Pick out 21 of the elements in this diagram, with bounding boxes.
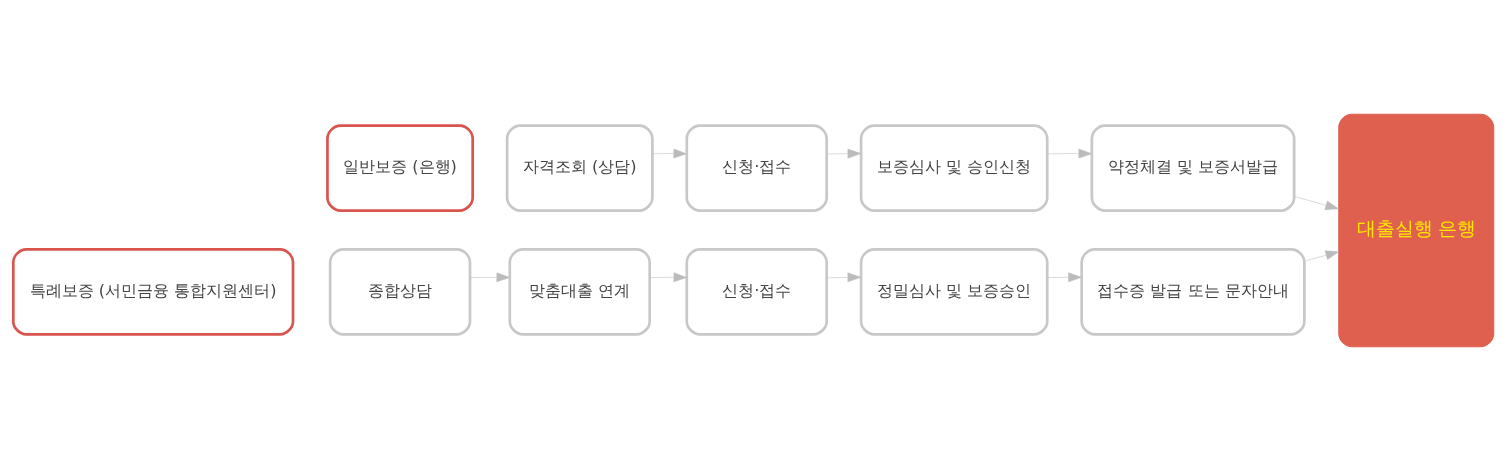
- arrow: [649, 272, 688, 283]
- node-box: 보증심사 및 승인신청: [859, 124, 1049, 212]
- arrow: [1047, 148, 1093, 159]
- arrow: [1304, 250, 1340, 262]
- node-box: 특례보증 (서민금융 통합지원센터): [11, 248, 295, 336]
- node-box: 접수증 발급 또는 문자안내: [1080, 248, 1306, 336]
- node-box: 신청·접수: [685, 124, 828, 212]
- node-box: 정밀심사 및 보증승인: [859, 248, 1049, 336]
- arrow: [470, 272, 510, 283]
- node-box: 약정체결 및 보증서발급: [1090, 124, 1296, 212]
- arrow: [826, 148, 862, 159]
- arrow: [826, 272, 862, 283]
- node-box: 신청·접수: [685, 248, 828, 336]
- node-box: 종합상담: [328, 248, 472, 336]
- node-box: 맞춤대출 연계: [508, 248, 652, 336]
- node-box: 자격조회 (상담): [505, 124, 654, 212]
- node-box: 일반보증 (은행): [326, 124, 475, 212]
- node-box: 대출실행 은행: [1338, 113, 1495, 348]
- arrow: [1047, 272, 1082, 283]
- arrow: [652, 148, 687, 159]
- arrow: [1294, 196, 1339, 210]
